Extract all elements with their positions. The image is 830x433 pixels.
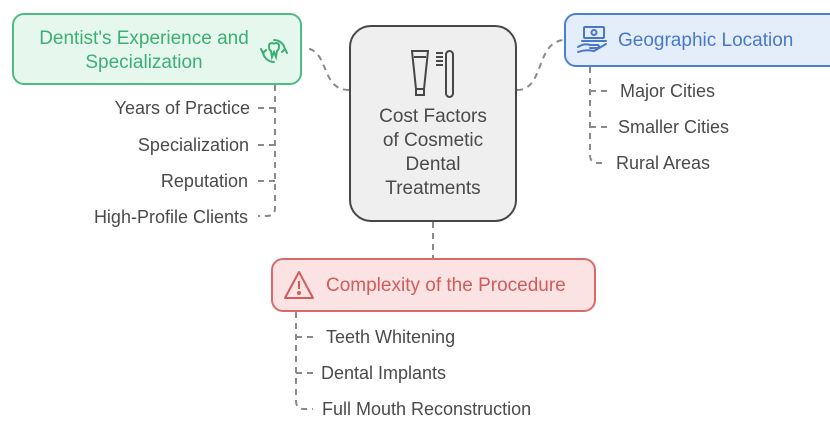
leaf-rural-areas[interactable]: Rural Areas xyxy=(616,153,711,173)
center-title-line: Dental xyxy=(405,154,461,175)
leaf-reputation[interactable]: Reputation xyxy=(160,171,248,191)
tooth-cycle-icon xyxy=(260,38,288,64)
leaf-specialization[interactable]: Specialization xyxy=(137,135,249,155)
center-node[interactable]: Cost Factors of Cosmetic Dental Treatmen… xyxy=(349,25,517,222)
money-hand-icon xyxy=(577,26,607,53)
leaf-full-mouth-reconstruction[interactable]: Full Mouth Reconstruction xyxy=(322,399,532,419)
branch-location[interactable]: Geographic Location xyxy=(564,13,830,67)
leaf-years-of-practice[interactable]: Years of Practice xyxy=(114,98,250,118)
leaf-teeth-whitening[interactable]: Teeth Whitening xyxy=(326,327,456,347)
center-title-line: Treatments xyxy=(385,178,481,199)
leaf-dental-implants[interactable]: Dental Implants xyxy=(321,363,447,383)
branch-title-line: Dentist's Experience and xyxy=(39,28,249,49)
warning-triangle-icon xyxy=(284,271,314,299)
center-title: Cost Factors of Cosmetic Dental Treatmen… xyxy=(351,105,515,201)
connector-experience-children xyxy=(258,85,276,217)
branch-location-title: Geographic Location xyxy=(618,30,794,51)
center-title-line: of Cosmetic xyxy=(382,130,484,151)
connector-center-to-experience xyxy=(304,47,350,91)
branch-experience[interactable]: Dentist's Experience and Specialization xyxy=(12,13,302,85)
branch-title-line: Specialization xyxy=(85,52,203,73)
leaf-major-cities[interactable]: Major Cities xyxy=(620,81,716,101)
leaf-smaller-cities[interactable]: Smaller Cities xyxy=(618,117,730,137)
branch-complexity-title: Complexity of the Procedure xyxy=(326,275,566,296)
leaf-high-profile-clients[interactable]: High-Profile Clients xyxy=(93,207,248,227)
toothpaste-toothbrush-icon xyxy=(410,50,454,98)
branch-complexity[interactable]: Complexity of the Procedure xyxy=(271,258,596,312)
center-title-line: Cost Factors xyxy=(379,106,487,127)
connector-location-children xyxy=(589,67,607,164)
branch-experience-title: Dentist's Experience and Specialization xyxy=(24,27,264,75)
connector-center-to-location xyxy=(516,39,565,91)
connector-complexity-children xyxy=(295,312,313,410)
